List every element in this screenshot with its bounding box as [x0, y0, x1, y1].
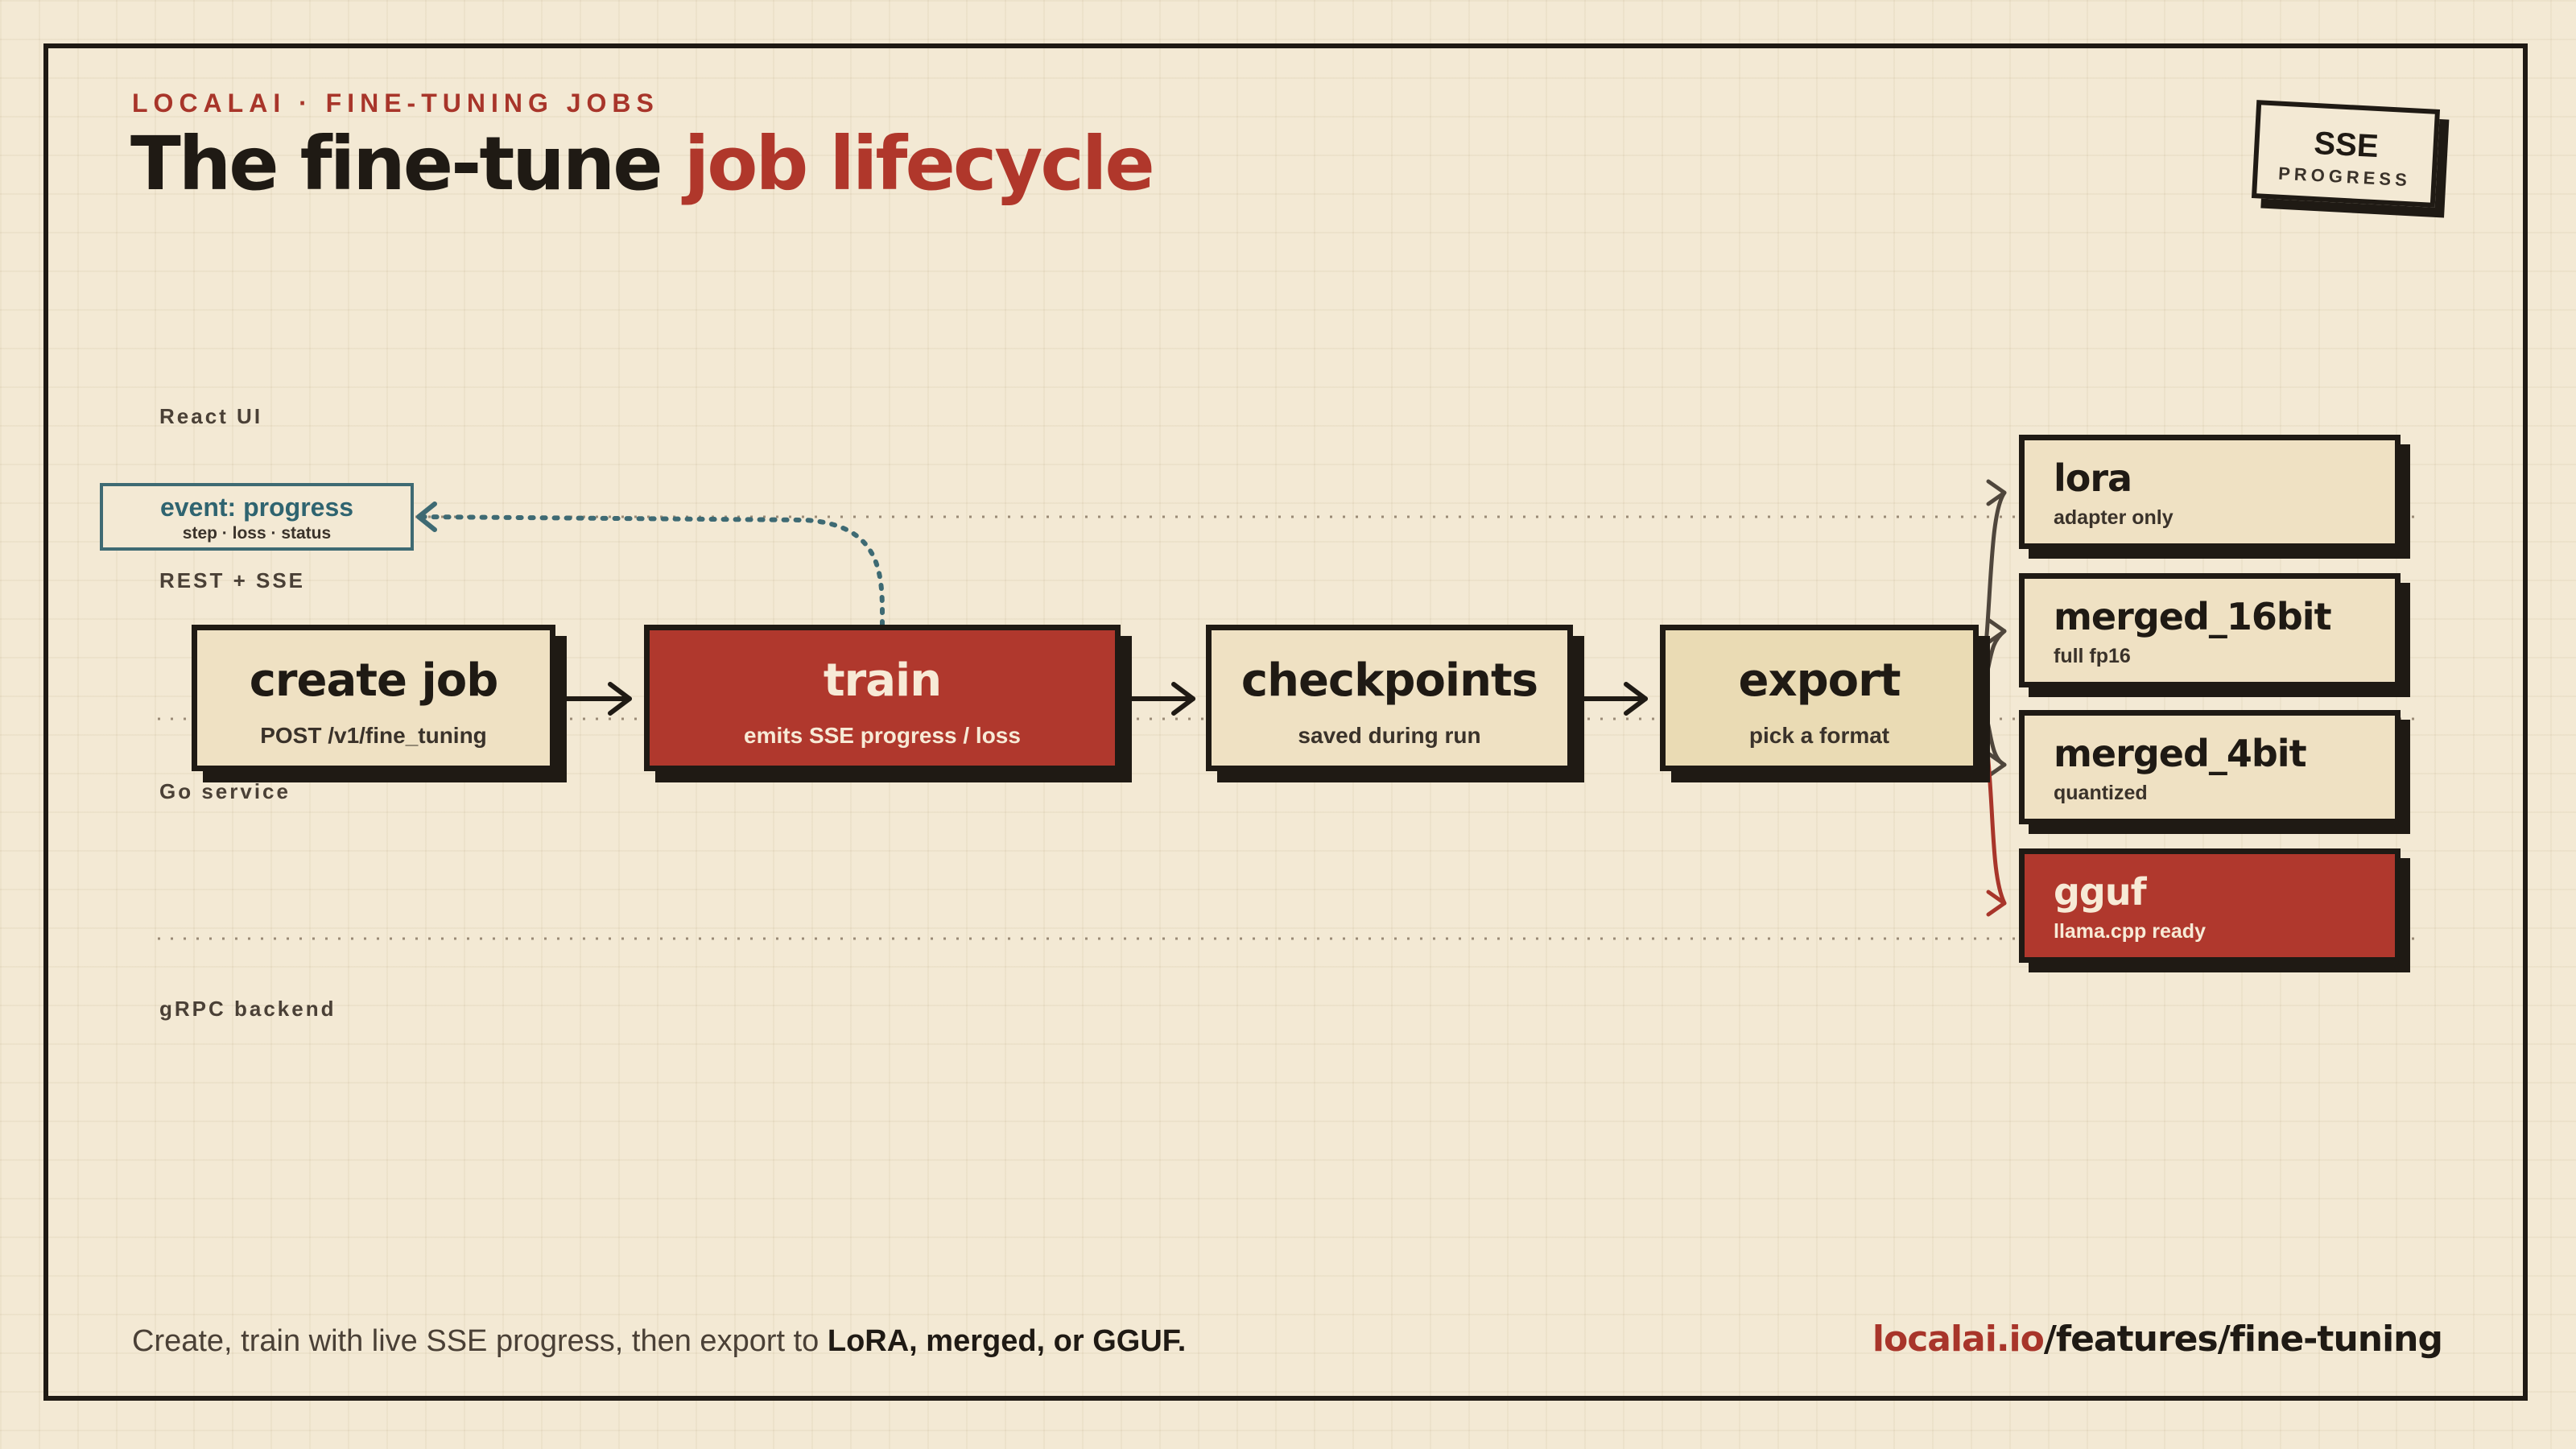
fanout-to-gguf: [1978, 696, 2007, 917]
title-accent: job lifecycle: [683, 121, 1155, 207]
sse-event-box: event: progress step · loss · status: [100, 483, 414, 551]
node-train-subtitle: emits SSE progress / loss: [744, 723, 1021, 748]
node-train-title: train: [823, 654, 942, 707]
sse-feedback-arrow: [416, 502, 886, 627]
format-merged-4bit-subtitle: quantized: [2054, 782, 2148, 804]
arrow-train-to-checkpoints: [1125, 682, 1195, 716]
lane-label-rest-sse: REST + SSE: [159, 568, 305, 592]
fanout-to-merged16: [1978, 617, 2007, 701]
lane-label-react-ui: React UI: [159, 404, 263, 428]
footer-link-domain: localai.io: [1872, 1319, 2045, 1360]
footer-caption: Create, train with live SSE progress, th…: [132, 1324, 1186, 1359]
footer-link[interactable]: localai.io/features/fine-tuning: [1872, 1319, 2443, 1360]
format-merged-16bit-title: merged_16bit: [2054, 595, 2332, 638]
format-gguf-subtitle: llama.cpp ready: [2054, 920, 2206, 943]
node-export-title: export: [1738, 654, 1901, 707]
node-checkpoints: checkpoints saved during run: [1206, 625, 1573, 771]
sse-event-subtitle: step · loss · status: [182, 524, 332, 543]
lane-label-grpc-backend: gRPC backend: [159, 997, 336, 1021]
format-merged-16bit-subtitle: full fp16: [2054, 645, 2131, 667]
footer-link-path: /features/fine-tuning: [2043, 1319, 2443, 1360]
format-merged-4bit-title: merged_4bit: [2054, 732, 2307, 775]
eyebrow-label: LOCALAI · FINE-TUNING JOBS: [132, 89, 659, 118]
footer-caption-plain: Create, train with live SSE progress, th…: [132, 1324, 819, 1358]
node-export: export pick a format: [1660, 625, 1979, 771]
format-gguf-title: gguf: [2054, 870, 2147, 914]
node-create-job-title: create job: [249, 654, 499, 707]
format-merged-16bit: merged_16bit full fp16: [2019, 573, 2401, 687]
slide-frame: [43, 43, 2528, 1401]
node-checkpoints-title: checkpoints: [1241, 654, 1538, 707]
node-export-subtitle: pick a format: [1748, 723, 1890, 748]
node-create-job: create job POST /v1/fine_tuning: [192, 625, 555, 771]
page-title: The fine-tune job lifecycle: [130, 121, 1155, 207]
node-train: train emits SSE progress / loss: [644, 625, 1121, 771]
fanout-to-lora: [1978, 479, 2007, 701]
node-checkpoints-subtitle: saved during run: [1298, 723, 1481, 748]
format-lora-subtitle: adapter only: [2054, 506, 2174, 529]
arrow-checkpoints-to-export: [1577, 682, 1648, 716]
format-gguf: gguf llama.cpp ready: [2019, 848, 2401, 963]
node-create-job-subtitle: POST /v1/fine_tuning: [260, 723, 487, 748]
title-plain: The fine-tune: [130, 121, 663, 207]
format-lora: lora adapter only: [2019, 435, 2401, 549]
footer-caption-bold: LoRA, merged, or GGUF.: [827, 1324, 1187, 1358]
format-lora-title: lora: [2054, 456, 2132, 500]
format-merged-4bit: merged_4bit quantized: [2019, 710, 2401, 824]
arrow-create-to-train: [561, 682, 632, 716]
sse-event-title: event: progress: [159, 493, 354, 522]
lane-label-go-service: Go service: [159, 779, 291, 803]
